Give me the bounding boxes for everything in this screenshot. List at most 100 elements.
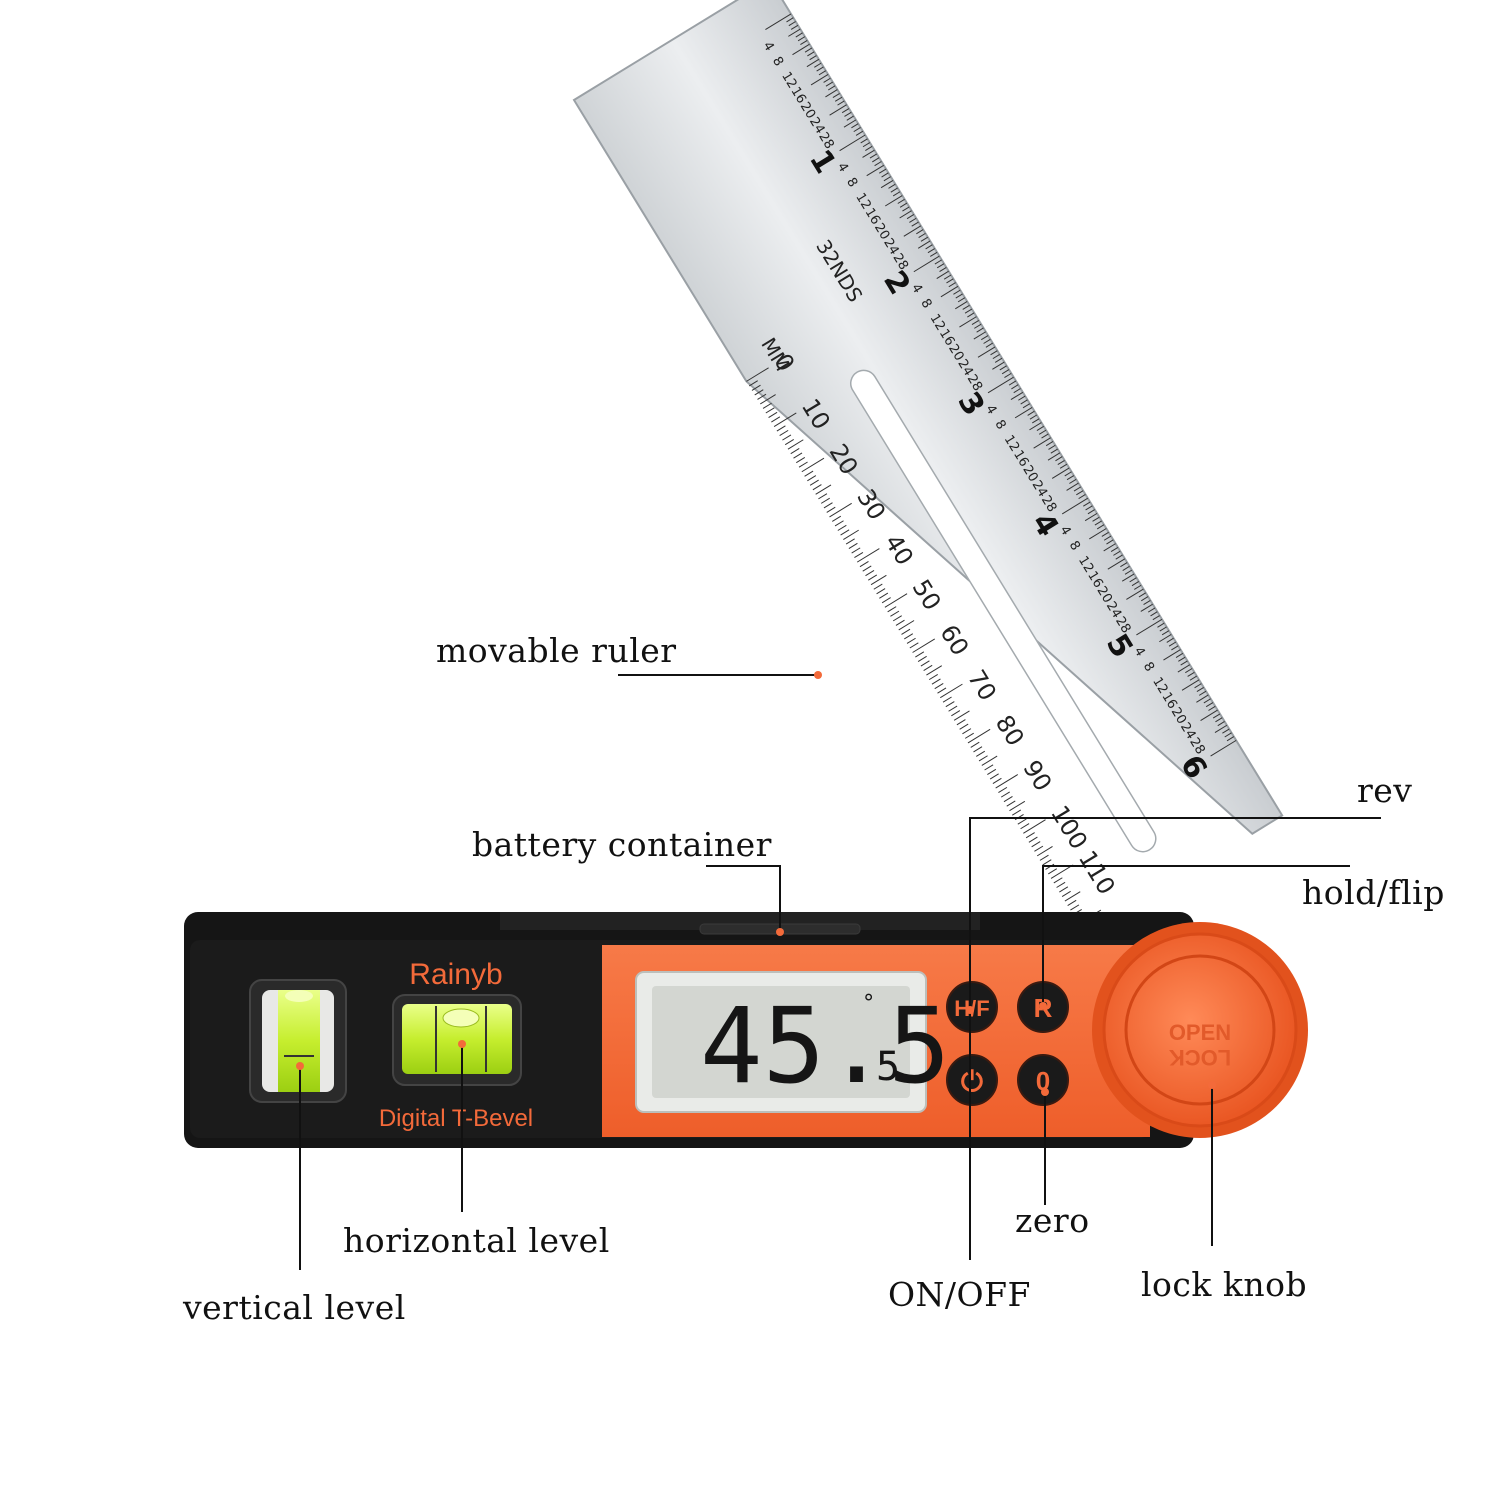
inch-tick [1222,728,1230,734]
mm-tick [953,710,970,721]
inch-tick [1110,546,1119,553]
mm-tick [931,678,941,685]
mm-tick [1050,864,1074,879]
inch-tick [809,55,817,61]
inch-tick [967,312,975,318]
mm-tick [887,606,897,613]
mm-tick [790,448,800,455]
inch-tick [1011,384,1019,390]
lock-knob[interactable]: OPEN LOCK [1092,922,1308,1138]
mm-tick [1053,877,1063,884]
inch-tick [957,297,966,303]
mm-tick [1031,841,1041,848]
horizontal-level [392,994,522,1086]
mm-tick [967,728,991,744]
inch-tick [917,240,931,249]
inch-sub-label: 12 [852,190,873,212]
inch-tick [925,244,933,250]
mm-tick [1059,886,1069,893]
ruler-inch-labels: 1234564812162024284812162024284812162024… [760,39,1214,785]
inch-tick [1061,497,1089,515]
mm-label: 90 [1017,755,1057,796]
inch-tick [1226,736,1235,742]
inch-tick [1051,467,1070,479]
lcd-sub: 5 [876,1044,900,1090]
mm-tick [964,732,974,739]
mm-tick [945,701,955,708]
inch-tick [1084,512,1098,522]
mm-tick [856,548,880,563]
mm-label: 80 [990,710,1030,751]
inch-tick [1187,671,1195,677]
inch-tick [765,13,792,31]
mm-tick [951,710,961,717]
inch-tick [1208,705,1216,711]
inch-tick [974,323,982,329]
mm-tick [1000,791,1010,798]
inch-tick [909,217,917,223]
mm-tick [837,524,847,531]
battery-container[interactable] [500,912,980,930]
inch-tick [1217,721,1225,727]
mm-tick [818,493,828,500]
mm-tick [992,777,1002,784]
mm-tick [1017,818,1027,825]
mm-tick [915,651,925,658]
label-lock-knob: lock knob [1141,1265,1307,1304]
mm-tick [895,619,905,626]
inch-tick [810,74,829,86]
mm-tick [881,597,891,604]
mm-tick [937,687,947,694]
mm-tick [851,547,861,554]
inch-tick [1014,406,1033,419]
inch-tick [1131,581,1140,587]
mm-tick [923,664,933,672]
mm-tick [812,484,822,491]
inch-tick [1203,698,1211,704]
on-off-button[interactable]: ⏻ [946,1054,998,1106]
inch-tick [1038,429,1047,435]
inch-tick [1089,528,1107,540]
inch-tick [918,232,926,238]
inch-sub-label: 20 [945,342,966,364]
mm-tick [760,394,776,405]
inch-tick [994,357,1003,363]
inch-tick [860,138,868,144]
inch-tick [959,316,977,328]
mm-tick [976,750,986,757]
power-icon: ⏻ [961,1066,983,1097]
inch-tick [1163,649,1181,661]
inch-tick [881,172,889,178]
inch-tick [981,335,989,341]
device-body: 45.5 ° 5 H/F R ⏻ 0 Rainyb Digital T-Beve… [184,912,1308,1148]
zero-button[interactable]: 0 [1017,1054,1069,1106]
inch-sub-label: 12 [1075,554,1096,576]
inch-tick [911,221,919,227]
callout-lines [299,674,1381,1270]
inch-sub-label: 28 [964,372,985,394]
inch-tick [940,285,959,298]
inch-tick [786,17,794,23]
inch-tick [1115,554,1123,560]
inch-tick [795,32,803,38]
inch-tick [869,153,878,159]
mm-tick [904,633,914,640]
mm-tick [782,434,792,441]
lcd-reading: 45.5 [700,985,950,1107]
inch-tick [936,263,945,269]
inch-sub-label: 12 [778,69,799,91]
mm-tick [892,615,902,622]
mm-tick [909,642,919,649]
mm-tick [823,502,833,509]
inch-sub-label: 16 [1010,448,1031,470]
mm-tick [873,583,883,590]
inch-tick [1101,531,1109,537]
inch-tick [1177,664,1191,673]
inch-tick [1196,694,1209,703]
inch-sub-label: 20 [1019,463,1040,485]
inch-sub-label: 28 [1038,493,1059,515]
inch-tick [1196,686,1204,693]
inch-tick [1103,543,1116,552]
